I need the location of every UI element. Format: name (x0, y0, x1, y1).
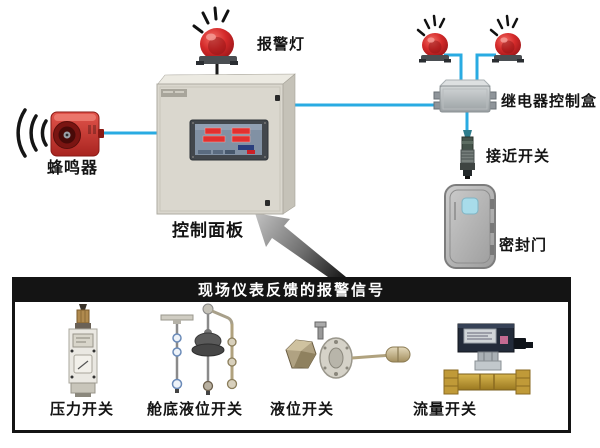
cabinet-side (282, 73, 296, 215)
cabinet-top (156, 73, 296, 86)
relay-control-box (433, 79, 497, 113)
pressure-switch-label: 压力开关 (49, 401, 115, 418)
alarm-beacon (192, 6, 238, 65)
bilge-level-switch-label: 舱底液位开关 (146, 401, 244, 418)
valve-body (453, 373, 521, 391)
pressure-switch-image (68, 304, 98, 397)
alarm-rays-icon (192, 6, 230, 34)
callout-arrow-icon (255, 213, 346, 277)
door-window (461, 197, 479, 215)
relay-box-top (438, 79, 492, 87)
brass-cap (76, 309, 90, 324)
flow-switch-image (443, 323, 533, 395)
cable-gland (463, 130, 472, 137)
wire-beacon-left (444, 53, 463, 84)
level-switch-label: 液位开关 (269, 401, 335, 418)
beacon-base (421, 55, 449, 61)
flow-switch-label: 流量开关 (412, 401, 478, 418)
sealed-door-device (444, 184, 496, 269)
door-leaf (444, 184, 496, 269)
control-panel-label: 控制面板 (172, 221, 244, 240)
cabinet-lock (275, 95, 280, 101)
gauge-dial (73, 354, 93, 374)
alarm-beacon-right (489, 14, 524, 63)
relay-box-label: 继电器控制盒 (501, 93, 598, 110)
alarm-beacon-left (416, 14, 451, 63)
buzzer-device (16, 108, 104, 158)
door-hinge (490, 245, 494, 255)
buzzer-label: 蜂鸣器 (47, 160, 99, 177)
door-hinge (490, 199, 494, 209)
valve-hex-end (443, 369, 459, 395)
bilge-level-switch-image (160, 303, 238, 395)
proximity-switch-device (460, 130, 475, 179)
wire-beacon-right (475, 53, 496, 84)
control-cabinet (156, 73, 296, 215)
relay-box-front (439, 85, 491, 113)
cabinet-logo (161, 89, 187, 97)
sealed-door-label: 密封门 (499, 237, 548, 254)
sound-waves-icon (16, 108, 48, 158)
beacon-base (199, 56, 237, 64)
cable-connector (514, 338, 526, 349)
level-switch-image (285, 321, 411, 379)
alarm-light-label: 报警灯 (257, 36, 306, 53)
proximity-switch-label: 接近开关 (486, 148, 551, 165)
valve-hex-end (515, 369, 531, 395)
sensor-nut (460, 163, 475, 170)
flange-bar (160, 314, 194, 321)
door-hinge (490, 223, 494, 233)
alarm-rays-icon (416, 14, 446, 37)
cabinet-lock (265, 200, 270, 206)
field-panel-header: 现场仪表反馈的报警信号 (15, 280, 568, 302)
beacon-base (494, 55, 522, 61)
alarm-rays-icon (489, 14, 519, 37)
